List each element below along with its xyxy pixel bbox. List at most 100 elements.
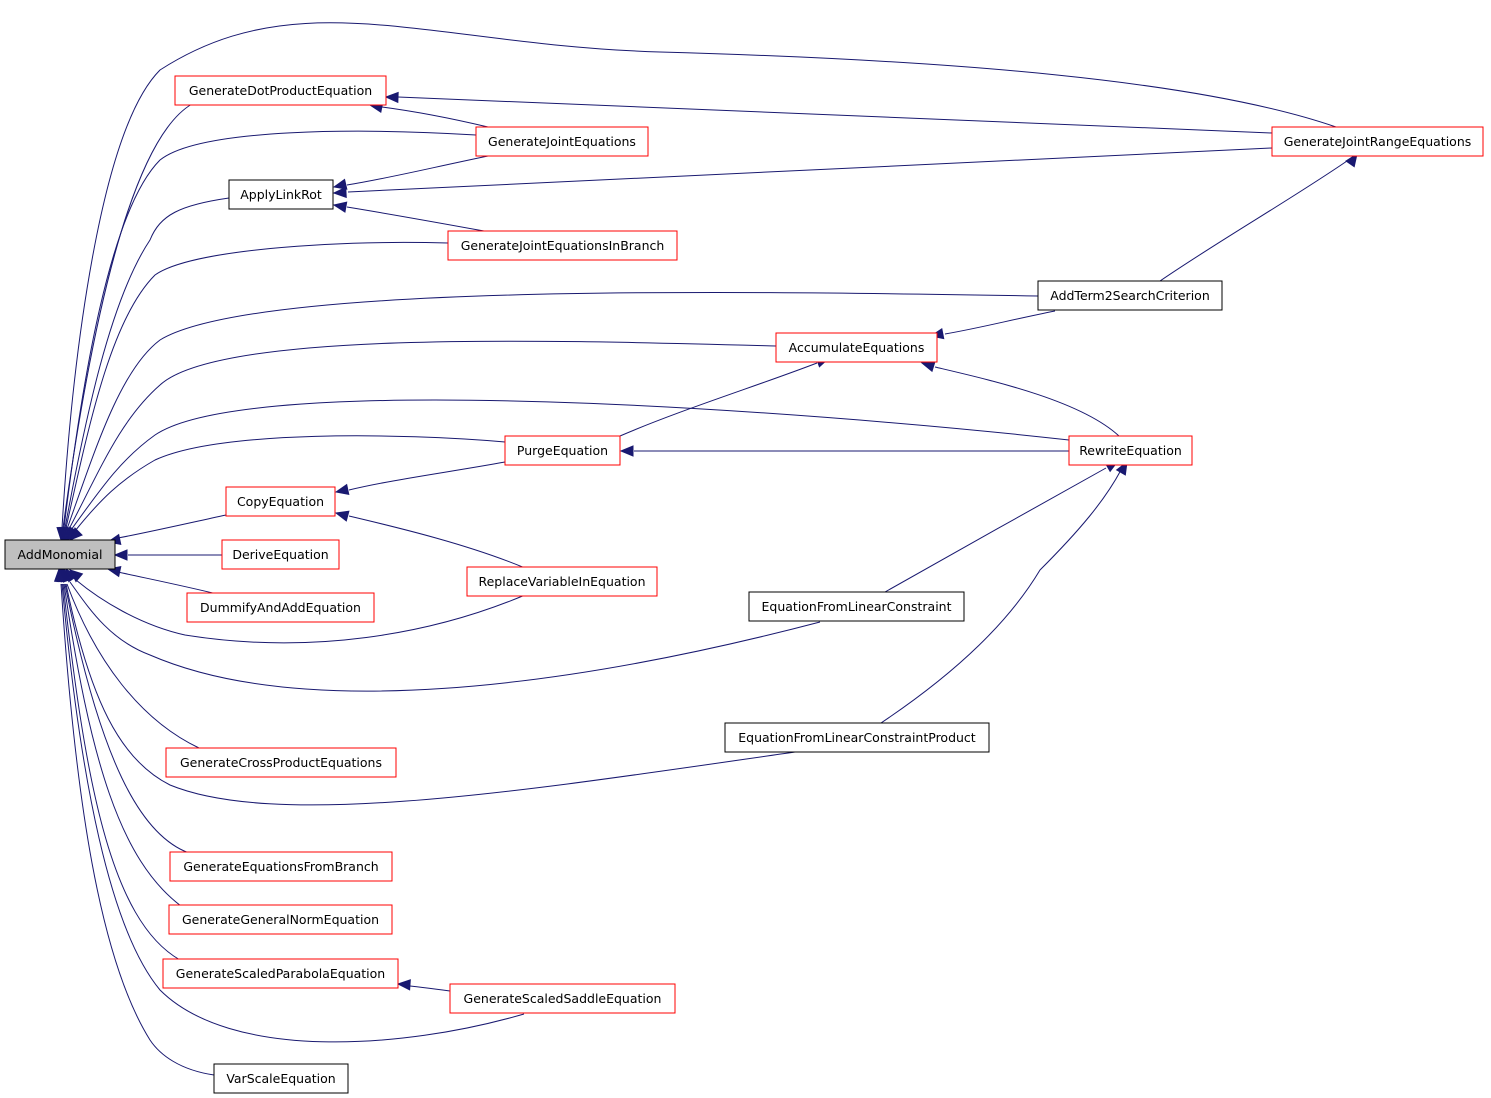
node-box[interactable] bbox=[775, 332, 938, 363]
node-add-monomial[interactable]: AddMonomial bbox=[4, 539, 116, 570]
node-rewrite-equation[interactable]: RewriteEquation bbox=[1068, 435, 1193, 466]
edge-line bbox=[61, 583, 525, 1043]
node-box[interactable] bbox=[466, 566, 658, 597]
node-label: GenerateJointEquationsInBranch bbox=[461, 238, 665, 253]
arrowhead bbox=[334, 483, 350, 496]
node-box[interactable] bbox=[475, 126, 649, 157]
node-box[interactable] bbox=[186, 592, 375, 623]
node-box[interactable] bbox=[724, 722, 990, 753]
node-generate-joint-equations-in-branch[interactable]: GenerateJointEquationsInBranch bbox=[447, 230, 678, 261]
edge-line bbox=[348, 461, 506, 491]
node-box[interactable] bbox=[225, 486, 336, 517]
node-apply-link-rot[interactable]: ApplyLinkRot bbox=[228, 179, 334, 210]
edge-equation-from-linear-constraint-to-add-monomial bbox=[65, 567, 821, 692]
node-box[interactable] bbox=[449, 983, 676, 1014]
node-label: AddTerm2SearchCriterion bbox=[1050, 288, 1210, 303]
node-dummify-and-add-equation[interactable]: DummifyAndAddEquation bbox=[186, 592, 375, 623]
node-replace-variable-in-equation[interactable]: ReplaceVariableInEquation bbox=[466, 566, 658, 597]
node-label: ReplaceVariableInEquation bbox=[478, 574, 645, 589]
node-box[interactable] bbox=[1068, 435, 1193, 466]
node-var-scale-equation[interactable]: VarScaleEquation bbox=[213, 1063, 349, 1094]
arrowhead bbox=[1345, 152, 1358, 168]
node-label: GenerateCrossProductEquations bbox=[180, 755, 382, 770]
edge-add-term2-search-criterion-to-add-monomial bbox=[63, 291, 1039, 542]
node-box[interactable] bbox=[1271, 126, 1484, 157]
edge-add-term2-search-criterion-to-accumulate-equations bbox=[929, 310, 1056, 340]
arrowhead bbox=[396, 979, 411, 991]
edge-layer bbox=[53, 22, 1358, 1076]
node-label: VarScaleEquation bbox=[226, 1071, 335, 1086]
node-box[interactable] bbox=[162, 958, 399, 989]
edge-derive-equation-to-add-monomial bbox=[113, 549, 222, 561]
node-label: GenerateJointEquations bbox=[488, 134, 636, 149]
node-generate-scaled-parabola-equation[interactable]: GenerateScaledParabolaEquation bbox=[162, 958, 399, 989]
node-box[interactable] bbox=[221, 539, 340, 570]
node-box[interactable] bbox=[168, 904, 393, 935]
node-add-term2-search-criterion[interactable]: AddTerm2SearchCriterion bbox=[1037, 280, 1223, 311]
node-generate-general-norm-equation[interactable]: GenerateGeneralNormEquation bbox=[168, 904, 393, 935]
node-box[interactable] bbox=[174, 75, 387, 106]
node-label: GenerateScaledSaddleEquation bbox=[464, 991, 662, 1006]
edge-purge-equation-to-add-monomial bbox=[69, 435, 506, 541]
arrowhead bbox=[384, 91, 399, 104]
arrowhead bbox=[334, 510, 350, 522]
edge-generate-scaled-saddle-equation-to-generate-scaled-parabola-equation bbox=[396, 979, 451, 992]
node-equation-from-linear-constraint[interactable]: EquationFromLinearConstraint bbox=[748, 591, 965, 622]
node-derive-equation[interactable]: DeriveEquation bbox=[221, 539, 340, 570]
edge-line bbox=[346, 155, 489, 186]
node-generate-joint-range-equations[interactable]: GenerateJointRangeEquations bbox=[1271, 126, 1484, 157]
edge-apply-link-rot-to-add-monomial bbox=[60, 197, 230, 542]
node-generate-scaled-saddle-equation[interactable]: GenerateScaledSaddleEquation bbox=[449, 983, 676, 1014]
node-box[interactable] bbox=[1037, 280, 1223, 311]
arrowhead bbox=[332, 201, 348, 213]
edge-line bbox=[880, 469, 1122, 724]
edge-equation-from-linear-constraint-to-rewrite-equation bbox=[884, 460, 1120, 593]
node-box[interactable] bbox=[169, 851, 393, 882]
edge-line bbox=[68, 340, 777, 530]
edge-generate-joint-equations-in-branch-to-apply-link-rot bbox=[332, 201, 485, 232]
node-label: GenerateDotProductEquation bbox=[189, 83, 372, 98]
node-copy-equation[interactable]: CopyEquation bbox=[225, 486, 336, 517]
edge-dummify-and-add-equation-to-add-monomial bbox=[106, 565, 218, 595]
node-box[interactable] bbox=[748, 591, 965, 622]
edge-line bbox=[65, 583, 796, 806]
node-generate-equations-from-branch[interactable]: GenerateEquationsFromBranch bbox=[169, 851, 393, 882]
node-box[interactable] bbox=[228, 179, 334, 210]
node-box[interactable] bbox=[447, 230, 678, 261]
node-label: DummifyAndAddEquation bbox=[200, 600, 361, 615]
node-label: GenerateEquationsFromBranch bbox=[183, 859, 378, 874]
arrowhead bbox=[332, 178, 348, 190]
edge-line bbox=[62, 583, 181, 961]
node-equation-from-linear-constraint-product[interactable]: EquationFromLinearConstraintProduct bbox=[724, 722, 990, 753]
node-generate-joint-equations[interactable]: GenerateJointEquations bbox=[475, 126, 649, 157]
edge-line bbox=[65, 241, 449, 529]
node-label: AddMonomial bbox=[18, 547, 103, 562]
edge-line bbox=[70, 399, 1070, 531]
node-label: EquationFromLinearConstraintProduct bbox=[738, 730, 976, 745]
edge-line bbox=[884, 467, 1107, 593]
edge-line bbox=[63, 130, 477, 529]
node-generate-dot-product-equation[interactable]: GenerateDotProductEquation bbox=[174, 75, 387, 106]
node-purge-equation[interactable]: PurgeEquation bbox=[504, 435, 621, 466]
node-box[interactable] bbox=[504, 435, 621, 466]
edge-line bbox=[348, 515, 526, 569]
node-label: RewriteEquation bbox=[1079, 443, 1182, 458]
edge-var-scale-equation-to-add-monomial bbox=[53, 567, 215, 1076]
arrowhead bbox=[619, 445, 634, 457]
node-box[interactable] bbox=[165, 747, 397, 778]
node-accumulate-equations[interactable]: AccumulateEquations bbox=[775, 332, 938, 363]
node-label: ApplyLinkRot bbox=[240, 187, 322, 202]
edge-purge-equation-to-copy-equation bbox=[334, 461, 506, 496]
node-box[interactable] bbox=[213, 1063, 349, 1094]
node-label: PurgeEquation bbox=[517, 443, 608, 458]
arrowhead bbox=[332, 186, 347, 199]
node-box[interactable] bbox=[4, 539, 116, 570]
node-generate-cross-product-equations[interactable]: GenerateCrossProductEquations bbox=[165, 747, 397, 778]
edge-line bbox=[381, 106, 489, 128]
edge-generate-joint-range-equations-to-apply-link-rot bbox=[332, 147, 1273, 199]
edge-line bbox=[944, 310, 1056, 335]
edge-generate-joint-equations-to-apply-link-rot bbox=[332, 155, 489, 190]
edge-line bbox=[63, 583, 182, 907]
edge-line bbox=[61, 22, 1337, 529]
